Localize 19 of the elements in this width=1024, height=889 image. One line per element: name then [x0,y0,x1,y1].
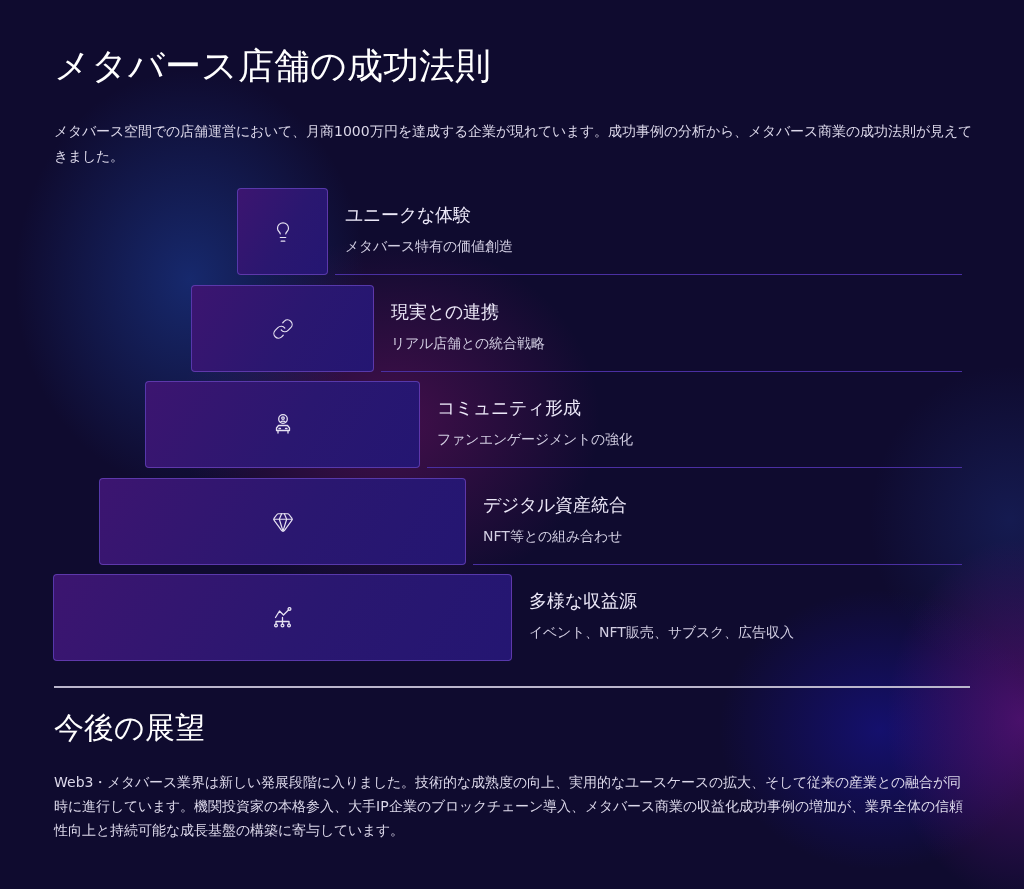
tier-heading: デジタル資産統合 [483,493,628,517]
icon-tile [99,478,466,565]
tier-heading: ユニークな体験 [345,203,472,227]
intro-paragraph: メタバース空間での店舗運営において、月商1000万円を達成する企業が現れています。成功事例の分析から、メタバース商業の成功法則が見えてきました。 [54,122,973,166]
tier-description: メタバース特有の価値創造 [345,237,514,256]
tier-heading: 現実との連携 [391,300,500,324]
page-title: メタバース店舗の成功法則 [54,44,491,88]
tier-heading: 多様な収益源 [529,589,638,613]
section-heading: 今後の展望 [54,709,205,747]
icon-tile [237,188,328,275]
tier-description: ファンエンゲージメントの強化 [437,430,634,449]
icon-tile [53,574,512,661]
tier-description: リアル店舗との統合戦略 [391,334,546,353]
icon-tile [145,381,420,468]
tier-description: イベント、NFT販売、サブスク、広告収入 [529,623,795,642]
tier-description: NFT等との組み合わせ [483,527,623,546]
body-paragraph: Web3・メタバース業界は新しい発展段階に入りました。技術的な成熟度の向上、実用的なユースケースの拡大、そして従来の産業との融合が同時に進行しています。機関投資家の本格参入、大手IP企業のブロックチェーン導入、メタバース商業の収益化成功事例の増加が、業界全体の信頼性向上と持続可能な成長基盤の構築に寄与しています。 [54,773,964,840]
icon-tile [191,285,374,372]
tier-heading: コミュニティ形成 [437,396,582,420]
